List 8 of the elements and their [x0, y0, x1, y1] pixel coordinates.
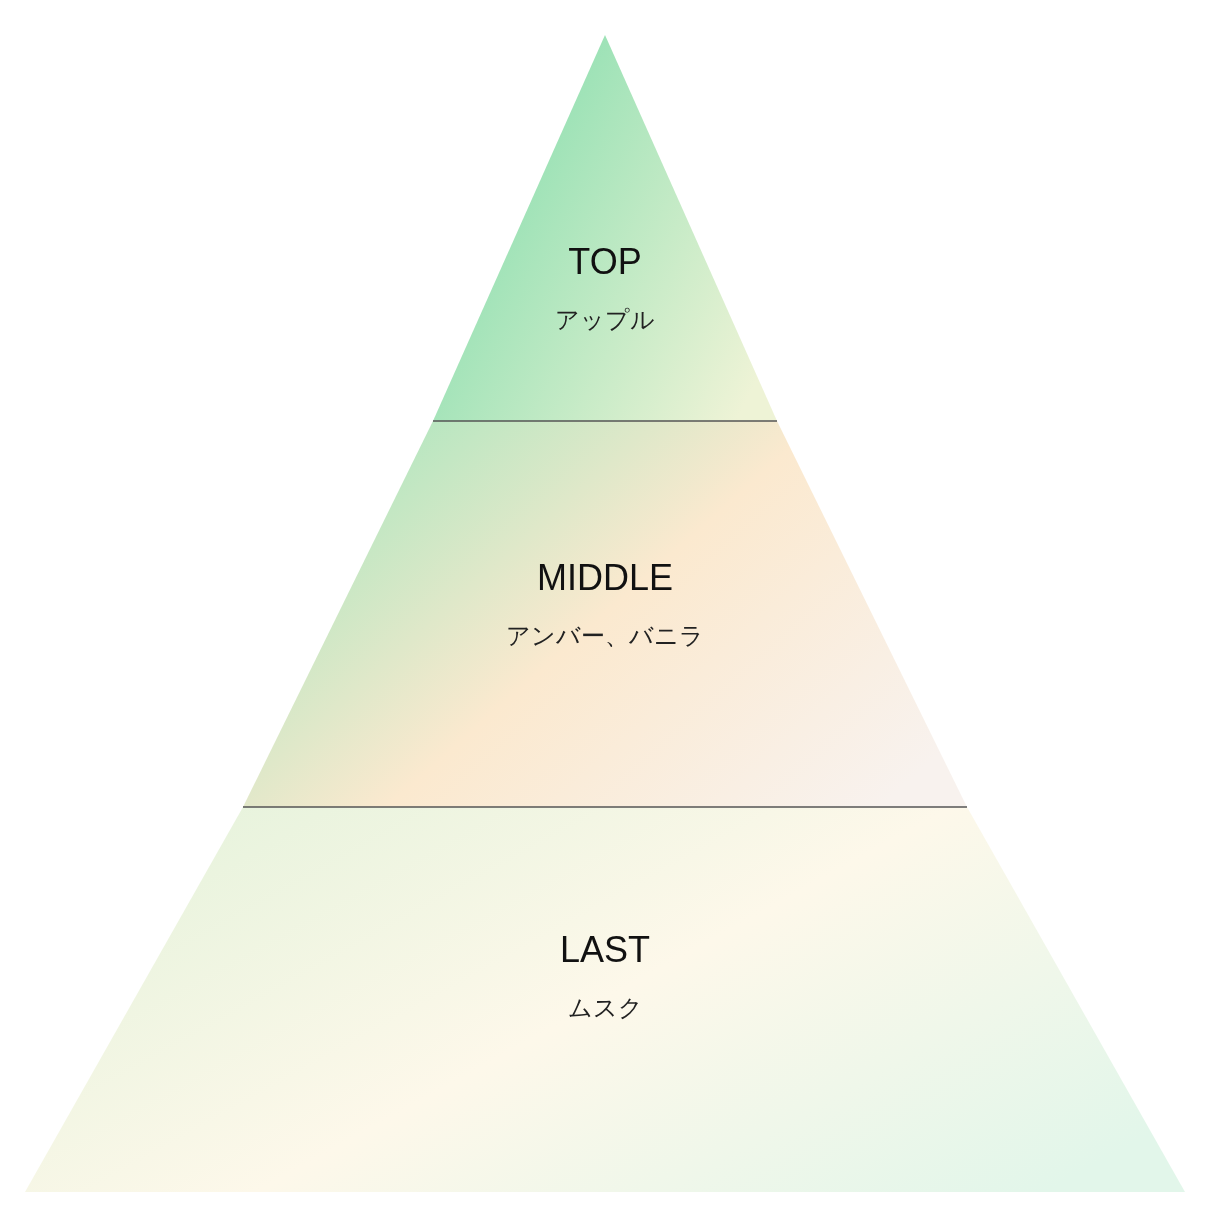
tier-heading: TOP	[568, 240, 642, 284]
note-text: アップル	[555, 305, 655, 336]
note-text: ムスク	[567, 993, 643, 1024]
pyramid-tier	[433, 35, 777, 421]
tier-heading: MIDDLE	[537, 556, 673, 600]
tier-heading: LAST	[559, 928, 650, 972]
pyramid-tier	[25, 807, 1185, 1192]
note-text: アンバー、バニラ	[506, 621, 704, 652]
